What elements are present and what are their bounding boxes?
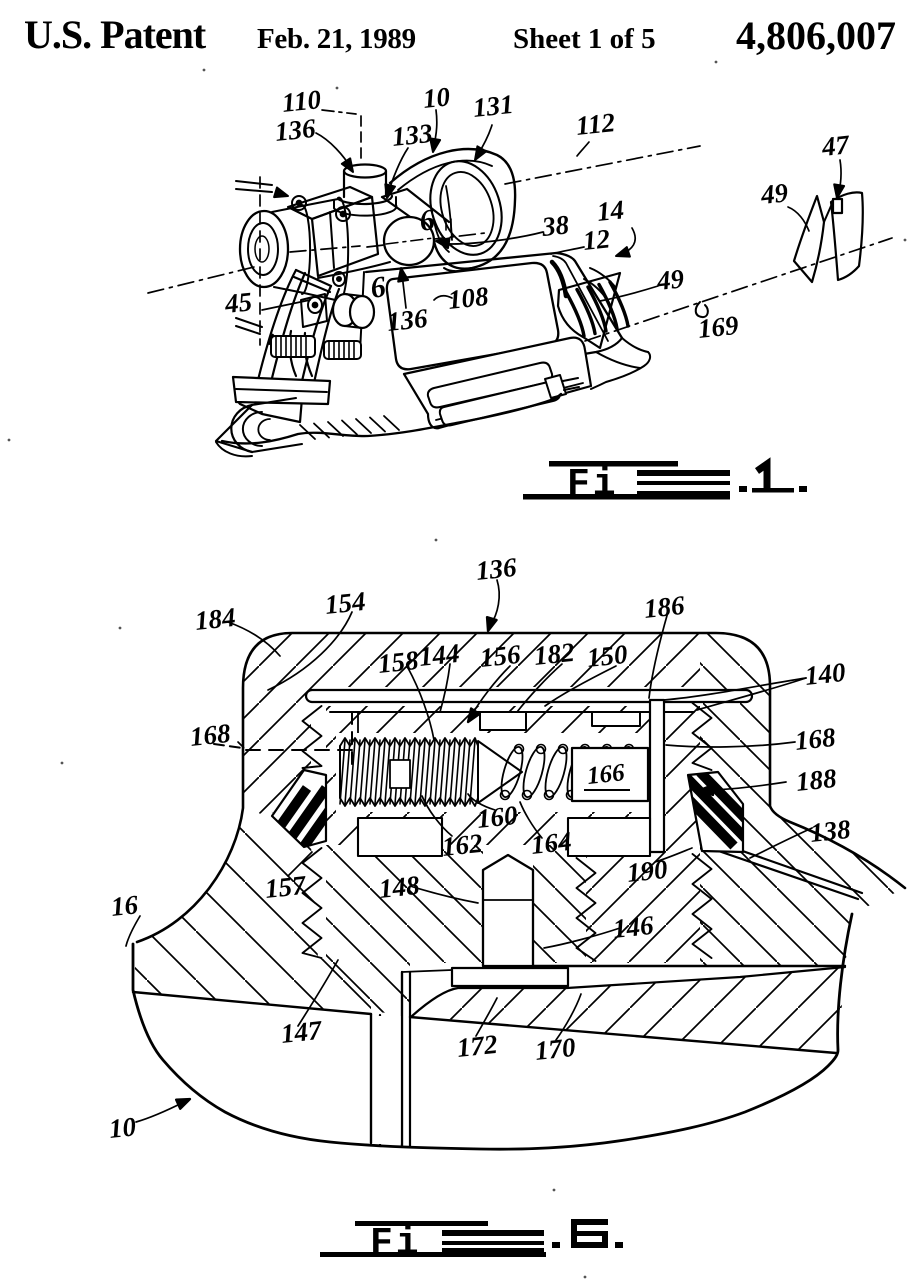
svg-text:12: 12	[581, 223, 611, 256]
svg-text:140: 140	[803, 657, 847, 691]
svg-text:10: 10	[107, 1111, 137, 1144]
svg-text:186: 186	[642, 590, 686, 624]
svg-text:133: 133	[390, 118, 433, 152]
svg-text:182: 182	[532, 637, 575, 671]
svg-text:169: 169	[696, 310, 740, 344]
svg-text:6: 6	[417, 203, 436, 238]
svg-text:172: 172	[455, 1029, 498, 1063]
svg-text:162: 162	[440, 828, 483, 862]
svg-text:45: 45	[222, 286, 253, 319]
svg-text:136: 136	[273, 113, 317, 147]
svg-text:190: 190	[625, 854, 669, 888]
svg-text:154: 154	[323, 586, 366, 620]
svg-text:14: 14	[595, 194, 625, 227]
svg-text:157: 157	[263, 870, 308, 904]
svg-text:131: 131	[471, 89, 514, 123]
svg-text:150: 150	[585, 639, 629, 673]
svg-text:110: 110	[280, 84, 322, 118]
svg-text:4,806,007: 4,806,007	[736, 13, 896, 58]
svg-text:138: 138	[808, 814, 852, 848]
svg-text:16: 16	[109, 889, 139, 922]
svg-text:156: 156	[478, 639, 522, 673]
svg-text:6: 6	[368, 270, 387, 305]
svg-text:108: 108	[446, 281, 490, 315]
svg-text:160: 160	[475, 800, 519, 834]
svg-text:158: 158	[376, 645, 420, 679]
svg-text:10: 10	[421, 81, 451, 114]
svg-text:112: 112	[574, 107, 616, 141]
svg-text:U.S. Patent: U.S. Patent	[24, 12, 207, 57]
svg-text:147: 147	[279, 1015, 324, 1049]
svg-text:188: 188	[794, 763, 838, 797]
svg-text:Fi: Fi	[567, 463, 619, 506]
svg-text:49: 49	[654, 263, 685, 296]
svg-text:Feb. 21, 1989: Feb. 21, 1989	[257, 23, 416, 55]
svg-text:168: 168	[793, 722, 837, 756]
svg-text:170: 170	[533, 1032, 577, 1066]
svg-text:146: 146	[611, 910, 655, 944]
svg-text:Sheet 1 of 5: Sheet 1 of 5	[513, 23, 656, 55]
svg-text:Fi: Fi	[370, 1222, 422, 1265]
svg-text:47: 47	[819, 129, 851, 162]
svg-text:136: 136	[385, 303, 429, 337]
svg-text:166: 166	[586, 759, 627, 790]
svg-text:164: 164	[529, 826, 572, 860]
svg-text:144: 144	[417, 638, 460, 672]
svg-text:148: 148	[377, 870, 421, 904]
svg-text:168: 168	[188, 718, 232, 752]
svg-text:49: 49	[758, 177, 789, 210]
svg-text:184: 184	[193, 602, 236, 636]
svg-text:136: 136	[474, 552, 518, 586]
svg-text:38: 38	[539, 209, 570, 242]
